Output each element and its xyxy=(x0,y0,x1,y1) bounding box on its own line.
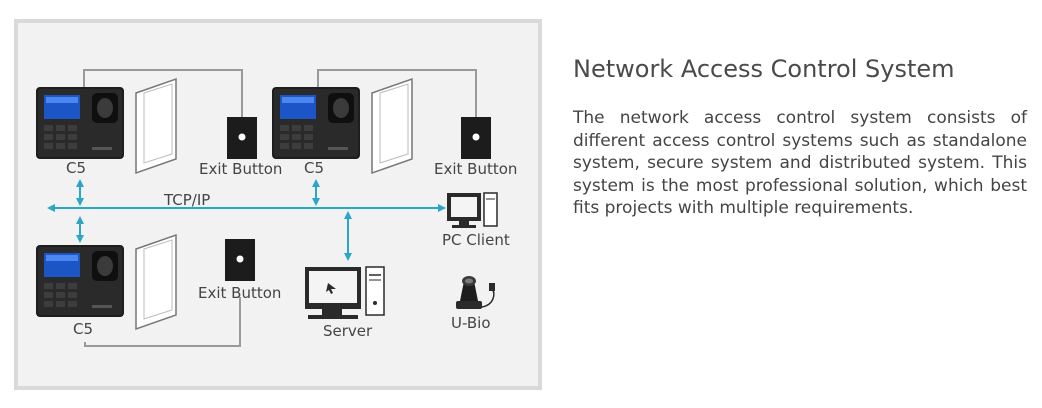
exit-button-icon xyxy=(225,239,255,281)
pc-client-label: PC Client xyxy=(442,231,510,249)
wiring xyxy=(83,69,477,347)
server-icon xyxy=(305,266,385,319)
section-title: Network Access Control System xyxy=(573,55,955,83)
c5-label: C5 xyxy=(304,159,325,177)
section-description: The network access control system consis… xyxy=(573,108,1027,218)
tcp-ip-label: TCP/IP xyxy=(164,191,211,209)
exit-button-icon xyxy=(461,117,491,159)
c5-device-icon xyxy=(272,87,360,159)
door-icon xyxy=(135,234,177,330)
exit-button-label: Exit Button xyxy=(434,160,518,178)
exit-button-label: Exit Button xyxy=(198,284,282,302)
u-bio-label: U-Bio xyxy=(451,314,491,332)
door-icon xyxy=(135,78,177,174)
u-bio-icon xyxy=(456,276,495,309)
c5-label: C5 xyxy=(73,320,94,338)
c5-device-icon xyxy=(36,87,124,159)
tcp-ip-network xyxy=(47,179,446,261)
exit-button-icon xyxy=(227,117,257,159)
pc-client-icon xyxy=(447,192,498,228)
c5-device-icon xyxy=(36,245,124,317)
network-diagram: C5 Exit Button C5 Exit Button TCP/IP PC … xyxy=(14,19,542,390)
c5-label: C5 xyxy=(66,159,87,177)
door-icon xyxy=(371,78,413,174)
diagram-graphics xyxy=(36,69,498,347)
server-label: Server xyxy=(323,322,373,340)
exit-button-label: Exit Button xyxy=(199,160,283,178)
